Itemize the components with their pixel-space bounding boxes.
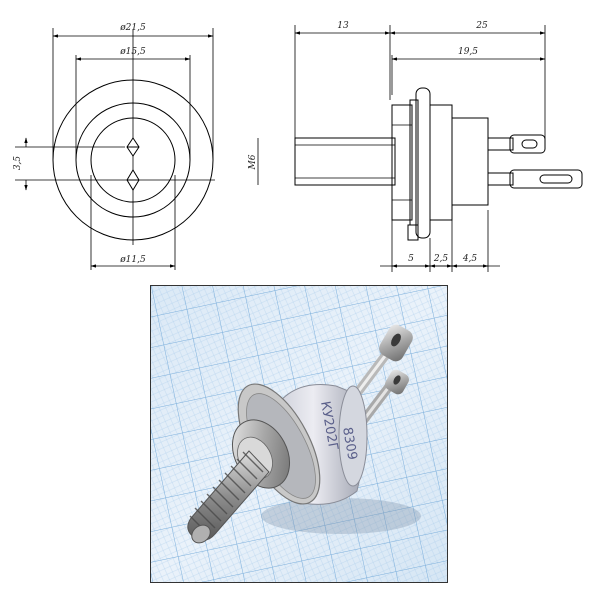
cap xyxy=(452,117,489,206)
component-photo: КУ202Г 8309 xyxy=(150,285,448,583)
dim-thread: M6 xyxy=(248,154,258,170)
threaded-stud xyxy=(294,137,396,186)
hex-nut xyxy=(391,104,413,221)
dim-seg3: 4,5 xyxy=(462,254,478,264)
technical-drawing: ø21,5 ø15,5 ø11,5 3,5 13 25 19,5 xyxy=(13,21,583,272)
dim-lead-length: 19,5 xyxy=(458,47,478,57)
photo-date-code: 8309 xyxy=(339,426,360,461)
dim-inner-diameter: ø11,5 xyxy=(119,255,146,265)
lead-upper xyxy=(509,134,546,154)
dim-seg2: 2,5 xyxy=(433,254,449,264)
dim-outer-diameter: ø21,5 xyxy=(119,23,146,33)
dim-overall-right: 25 xyxy=(475,21,488,31)
photo-threaded-stud xyxy=(187,450,270,544)
front-view: ø21,5 ø15,5 ø11,5 3,5 xyxy=(13,23,215,270)
dim-pin-offset: 3,5 xyxy=(13,156,23,171)
lead-lower xyxy=(509,169,583,189)
body xyxy=(429,104,453,221)
dim-seg1: 5 xyxy=(408,254,414,264)
dim-overall-left: 13 xyxy=(337,21,349,31)
side-view: 13 25 19,5 M6 xyxy=(248,21,583,272)
dim-mid-diameter: ø15,5 xyxy=(119,47,146,57)
